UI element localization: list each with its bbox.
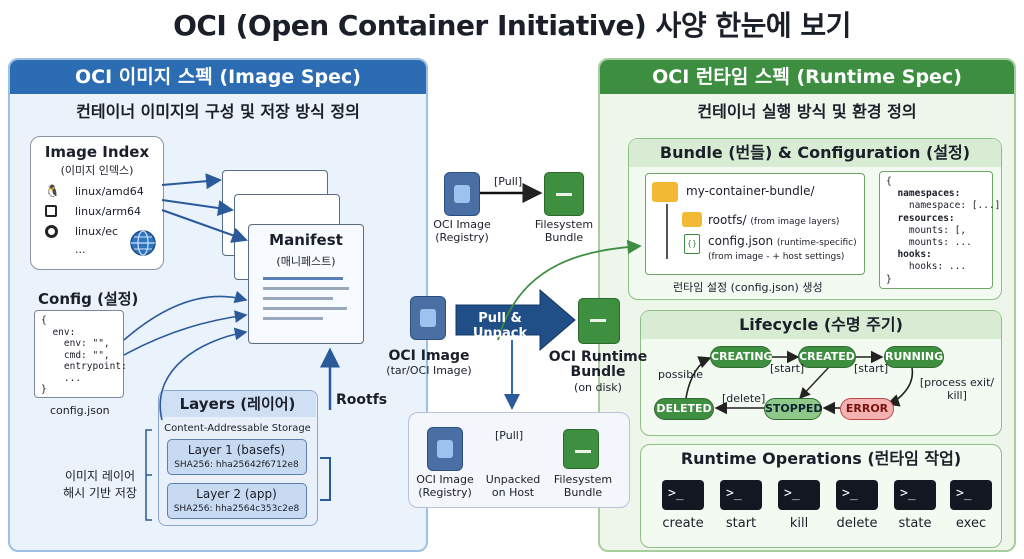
manifest-doc: Manifest (매니페스트) xyxy=(248,224,364,344)
state-error: ERROR xyxy=(840,398,894,420)
lifecycle-label-delete: [delete] xyxy=(722,392,766,405)
image-spec-header: OCI 이미지 스펙 (Image Spec) xyxy=(10,60,426,94)
layer-hash: SHA256: hha25642f6712e8 xyxy=(174,460,299,470)
penguin-icon: 🐧 xyxy=(45,184,60,198)
platform-item: ... xyxy=(75,243,86,256)
oci-image-icon xyxy=(444,172,480,216)
tree-line xyxy=(666,204,668,259)
image-index-title: Image Index xyxy=(44,143,150,161)
layer-name: Layer 2 (app) xyxy=(196,487,277,501)
lifecycle-label-possible: possible xyxy=(658,368,704,381)
layer-1: Layer 1 (basefs) SHA256: hha25642f6712e8 xyxy=(167,439,307,475)
operation-start: start xyxy=(725,516,757,531)
doc-line xyxy=(263,297,333,300)
pull-unpack-label: Pull & Unpack xyxy=(472,311,528,341)
lifecycle-label-start: [start] xyxy=(854,362,889,375)
terminal-icon: >_ xyxy=(662,480,704,510)
state-creating: CREATING xyxy=(710,346,773,368)
rootfs-item: rootfs/ (from image layers) xyxy=(708,213,840,227)
terminal-icon: >_ xyxy=(720,480,762,510)
state-running: RUNNING xyxy=(884,346,944,368)
bundle-tree: my-container-bundle/ rootfs/ (from image… xyxy=(645,173,865,275)
bundle-folder-name: my-container-bundle/ xyxy=(686,184,815,198)
layer-name: Layer 1 (basefs) xyxy=(187,443,286,457)
oci-image-icon xyxy=(427,427,463,471)
runtime-spec-subtitle: 컨테이너 실행 방식 및 환경 정의 xyxy=(697,102,917,121)
file-icon: {} xyxy=(684,234,700,254)
lifecycle-label-exit: [process exit/ kill] xyxy=(919,376,995,402)
operation-state: state xyxy=(898,516,932,531)
platform-item: linux/ec xyxy=(75,225,119,238)
bundle-card: Bundle (번들) & Configuration (설정) my-cont… xyxy=(628,138,1002,300)
top-pull-source: OCI Image (Registry) xyxy=(433,218,491,244)
operation-delete: delete xyxy=(836,516,878,531)
terminal-icon: >_ xyxy=(778,480,820,510)
layers-storage-label: Content-Addressable Storage xyxy=(164,423,311,434)
config-filename: config.json xyxy=(50,404,110,417)
config-note: (from image - + host settings) xyxy=(708,252,845,262)
manifest-subtitle: (매니페스트) xyxy=(276,255,336,268)
rootfs-label: Rootfs xyxy=(336,392,388,408)
image-index-subtitle: (이미지 인덱스) xyxy=(60,164,134,177)
bundle-caption: 런타임 설정 (config.json) 생성 xyxy=(673,281,823,294)
top-pull-target: Filesystem Bundle xyxy=(534,218,594,244)
doc-line xyxy=(263,277,343,280)
folder-icon xyxy=(682,212,702,227)
filesystem-bundle-icon xyxy=(563,429,599,469)
runtime-bundle-icon xyxy=(578,298,620,344)
lifecycle-title: Lifecycle (수명 주기) xyxy=(641,311,1001,339)
oci-image-label: OCI Image (tar/OCI Image) xyxy=(386,348,472,377)
terminal-icon: >_ xyxy=(836,480,878,510)
state-created: CREATED xyxy=(798,346,856,368)
bottom-pull-mid: Unpacked on Host xyxy=(485,473,541,499)
operations-title: Runtime Operations (런타임 작업) xyxy=(680,449,962,468)
operation-kill: kill xyxy=(789,516,809,531)
terminal-icon: >_ xyxy=(894,480,936,510)
globe-icon xyxy=(130,230,156,256)
layers-box: Layers (레이어) Content-Addressable Storage… xyxy=(158,390,318,526)
platform-item: linux/amd64 xyxy=(75,185,144,198)
layer-hash: SHA256: hha2564c353c2e8 xyxy=(173,504,300,514)
doc-line xyxy=(263,307,347,310)
platform-item: linux/arm64 xyxy=(75,205,142,218)
image-index-card: Image Index (이미지 인덱스) 🐧 linux/amd64 linu… xyxy=(30,136,164,270)
top-pull-label: [Pull] xyxy=(494,175,523,188)
bottom-pull-target: Filesystem Bundle xyxy=(553,473,613,499)
state-stopped: STOPPED xyxy=(764,398,823,420)
runtime-bundle-label: OCI Runtime Bundle (on disk) xyxy=(548,349,648,395)
manifest-title: Manifest xyxy=(269,231,343,249)
runtime-spec-header: OCI 런타임 스펙 (Runtime Spec) xyxy=(600,60,1014,94)
folder-icon xyxy=(652,182,678,202)
layers-title: Layers (레이어) xyxy=(159,391,316,417)
chip-icon xyxy=(45,205,57,217)
runtime-config-doc: { namespaces: namespace: [...] resources… xyxy=(879,171,1000,289)
bottom-pull-source: OCI Image (Registry) xyxy=(416,473,474,499)
gear-icon xyxy=(45,225,58,238)
filesystem-bundle-icon xyxy=(544,172,584,216)
layer-hash-storage-label: 이미지 레이어 해시 기반 저장 xyxy=(63,469,137,500)
config-title: Config (설정) xyxy=(38,290,139,308)
state-deleted: DELETED xyxy=(654,398,714,420)
operation-create: create xyxy=(662,516,704,531)
image-spec-subtitle: 컨테이너 이미지의 구성 및 저장 방식 정의 xyxy=(76,102,360,121)
bottom-pull-box: OCI Image (Registry) [Pull] Unpacked on … xyxy=(408,412,630,508)
layer-2: Layer 2 (app) SHA256: hha2564c353c2e8 xyxy=(167,483,307,519)
config-json: { env: env: "", cmd: "", entrypoint: ...… xyxy=(41,315,127,395)
operation-exec: exec xyxy=(955,516,987,531)
terminal-icon: >_ xyxy=(950,480,992,510)
config-doc: { env: env: "", cmd: "", entrypoint: ...… xyxy=(34,310,127,398)
bottom-pull-label: [Pull] xyxy=(495,429,524,442)
doc-line xyxy=(263,317,323,320)
oci-image-icon xyxy=(410,296,446,340)
bundle-title: Bundle (번들) & Configuration (설정) xyxy=(629,139,1001,167)
doc-line xyxy=(263,287,349,290)
lifecycle-label-start: [start] xyxy=(770,362,805,375)
page-title: OCI (Open Container Initiative) 사양 한눈에 보… xyxy=(173,9,851,42)
runtime-config-json: { namespaces: namespace: [...] resources… xyxy=(886,176,1001,285)
config-item: config.json (runtime-specific) xyxy=(708,234,857,248)
